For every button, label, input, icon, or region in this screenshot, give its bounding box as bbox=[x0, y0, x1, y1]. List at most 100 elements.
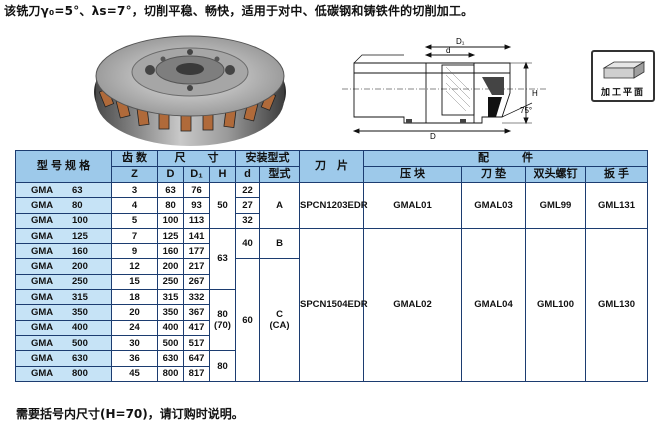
d-cell: 350 bbox=[157, 304, 184, 321]
shim-cell: GMAL04 bbox=[461, 227, 526, 382]
header-mount: 安装型式 bbox=[235, 150, 300, 167]
d1-cell: 647 bbox=[183, 350, 210, 367]
bore-cell: 32 bbox=[235, 212, 260, 229]
header-h: H bbox=[209, 166, 236, 183]
shim-cell: GMAL03 bbox=[461, 182, 526, 229]
label-d-outer: D bbox=[430, 132, 436, 139]
d1-cell: 267 bbox=[183, 273, 210, 291]
teeth-cell: 36 bbox=[111, 350, 158, 367]
header-clamp: 压 块 bbox=[363, 166, 462, 183]
teeth-cell: 12 bbox=[111, 258, 158, 275]
header-screw: 双头螺钉 bbox=[525, 166, 586, 183]
d-cell: 800 bbox=[157, 365, 184, 382]
header-teeth: 齿 数 bbox=[111, 150, 158, 167]
mount-type-cell: C(CA) bbox=[259, 258, 300, 382]
header-shim: 刀 垫 bbox=[461, 166, 526, 183]
header-model: 型 号 规 格 bbox=[15, 150, 112, 183]
bore-cell: 27 bbox=[235, 197, 260, 214]
d-cell: 160 bbox=[157, 243, 184, 260]
h-cell: 63 bbox=[209, 227, 236, 291]
header-bore-d: d bbox=[235, 166, 260, 183]
header-wrench: 扳 手 bbox=[585, 166, 648, 183]
header-d: D bbox=[157, 166, 184, 183]
teeth-cell: 3 bbox=[111, 181, 158, 199]
label-d1: D₁ bbox=[456, 37, 465, 46]
d-cell: 125 bbox=[157, 227, 184, 245]
h-cell: 50 bbox=[209, 182, 236, 229]
blade-cell: SPCN1203EDR bbox=[299, 182, 368, 229]
teeth-cell: 15 bbox=[111, 273, 158, 291]
teeth-cell: 7 bbox=[111, 227, 158, 245]
header-d1: D₁ bbox=[183, 166, 210, 183]
d1-cell: 417 bbox=[183, 319, 210, 336]
d1-cell: 332 bbox=[183, 289, 210, 306]
d-cell: 63 bbox=[157, 181, 184, 199]
d-cell: 315 bbox=[157, 289, 184, 306]
d-cell: 200 bbox=[157, 258, 184, 275]
d1-cell: 93 bbox=[183, 197, 210, 214]
d-cell: 100 bbox=[157, 212, 184, 229]
milling-cutter-photo bbox=[94, 35, 286, 146]
teeth-cell: 20 bbox=[111, 304, 158, 321]
screw-cell: GML100 bbox=[525, 227, 586, 382]
teeth-cell: 18 bbox=[111, 289, 158, 306]
teeth-cell: 24 bbox=[111, 319, 158, 336]
intro-text: 该铣刀γ₀=5°、λs=7°，切削平稳、畅快，适用于对中、低碳钢和铸铁件的切削加… bbox=[4, 4, 474, 18]
header-teeth-z: Z bbox=[111, 166, 158, 183]
teeth-cell: 45 bbox=[111, 365, 158, 382]
header-parts: 配 件 bbox=[363, 150, 648, 167]
cutter-cross-section-drawing: D₁ d H 75° D bbox=[342, 37, 548, 139]
d1-cell: 817 bbox=[183, 365, 210, 382]
d-cell: 500 bbox=[157, 334, 184, 352]
header-size: 尺 寸 bbox=[157, 150, 236, 167]
teeth-cell: 9 bbox=[111, 243, 158, 260]
d1-cell: 76 bbox=[183, 181, 210, 199]
clamp-cell: GMAL02 bbox=[363, 227, 462, 382]
workpiece-icon bbox=[602, 61, 646, 79]
clamp-cell: GMAL01 bbox=[363, 182, 462, 229]
spec-table: 型 号 规 格 齿 数 尺 寸 安装型式 刀 片 配 件 Z D D₁ H d … bbox=[15, 150, 648, 382]
bore-cell: 40 bbox=[235, 227, 260, 260]
mount-type-cell: A bbox=[259, 182, 300, 229]
header-mount-type: 型式 bbox=[259, 166, 300, 183]
d-cell: 400 bbox=[157, 319, 184, 336]
bore-cell: 60 bbox=[235, 258, 260, 382]
d-cell: 80 bbox=[157, 197, 184, 214]
header-blade: 刀 片 bbox=[299, 150, 364, 183]
d1-cell: 217 bbox=[183, 258, 210, 275]
d1-cell: 367 bbox=[183, 304, 210, 321]
badge-label: 加工平面 bbox=[600, 88, 645, 98]
wrench-cell: GML130 bbox=[585, 227, 648, 382]
d-cell: 250 bbox=[157, 273, 184, 291]
face-milling-badge: 加工平面 bbox=[591, 50, 655, 102]
teeth-cell: 30 bbox=[111, 334, 158, 352]
wrench-cell: GML131 bbox=[585, 182, 648, 229]
teeth-cell: 5 bbox=[111, 212, 158, 229]
blade-cell: SPCN1504EDR bbox=[299, 227, 368, 382]
mount-type-cell: B bbox=[259, 227, 300, 260]
footnote: 需要括号内尺寸(H=70)，请订购时说明。 bbox=[16, 407, 244, 421]
d1-cell: 141 bbox=[183, 227, 210, 245]
d1-cell: 177 bbox=[183, 243, 210, 260]
teeth-cell: 4 bbox=[111, 197, 158, 214]
h-cell: 80 bbox=[209, 350, 236, 382]
d1-cell: 517 bbox=[183, 334, 210, 352]
label-angle: 75° bbox=[520, 106, 532, 115]
label-h: H bbox=[532, 89, 538, 98]
bore-cell: 22 bbox=[235, 181, 260, 199]
